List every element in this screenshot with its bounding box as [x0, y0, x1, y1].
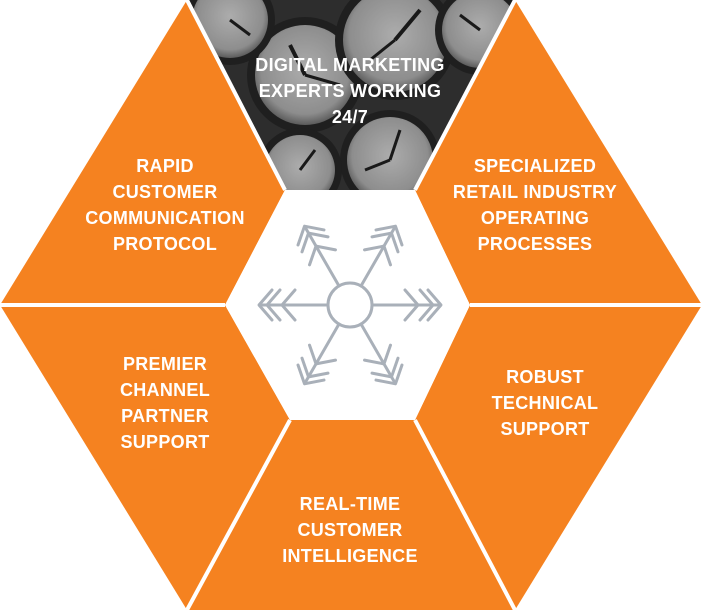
- label-line: INTELLIGENCE: [282, 546, 418, 566]
- segment-top-right: [415, 0, 702, 305]
- clock-icon: [340, 110, 440, 190]
- segment-bottom-right: [415, 305, 702, 610]
- label-line: RAPID: [136, 156, 194, 176]
- label-line: TECHNICAL: [491, 393, 599, 413]
- label-line: EXPERTS WORKING: [258, 81, 442, 101]
- label-line: CUSTOMER: [297, 520, 403, 540]
- label-line: OPERATING: [480, 208, 590, 228]
- segment-bottom-label: REAL-TIME CUSTOMER INTELLIGENCE: [260, 491, 440, 569]
- segment-bottom-right-label: ROBUST TECHNICAL SUPPORT: [470, 364, 620, 442]
- label-line: RETAIL INDUSTRY: [452, 182, 618, 202]
- segment-top-left: [0, 0, 285, 305]
- clock-icon: [335, 0, 455, 100]
- segment-bottom-left: [0, 305, 290, 610]
- label-line: PROTOCOL: [112, 234, 218, 254]
- label-line: CUSTOMER: [112, 182, 218, 202]
- clock-icon: [247, 17, 363, 133]
- label-line: DIGITAL MARKETING: [255, 55, 445, 75]
- label-line: CHANNEL: [119, 380, 211, 400]
- label-line: ROBUST: [506, 367, 584, 387]
- label-line: SPECIALIZED: [473, 156, 597, 176]
- label-line: SUPPORT: [500, 419, 590, 439]
- label-line: SUPPORT: [120, 432, 210, 452]
- segment-bottom: [187, 420, 515, 610]
- label-line: PARTNER: [121, 406, 209, 426]
- label-line: REAL-TIME: [299, 494, 401, 514]
- label-line: PROCESSES: [477, 234, 593, 254]
- segment-bottom-left-label: PREMIER CHANNEL PARTNER SUPPORT: [85, 351, 245, 455]
- segment-top-label: DIGITAL MARKETING EXPERTS WORKING 24/7: [230, 52, 470, 130]
- label-line: PREMIER: [122, 354, 208, 374]
- label-line: COMMUNICATION: [85, 208, 245, 228]
- snowflake-icon: [257, 217, 443, 393]
- segment-top-left-label: RAPID CUSTOMER COMMUNICATION PROTOCOL: [80, 153, 250, 257]
- label-line: 24/7: [331, 107, 369, 127]
- segment-top-right-label: SPECIALIZED RETAIL INDUSTRY OPERATING PR…: [440, 153, 630, 257]
